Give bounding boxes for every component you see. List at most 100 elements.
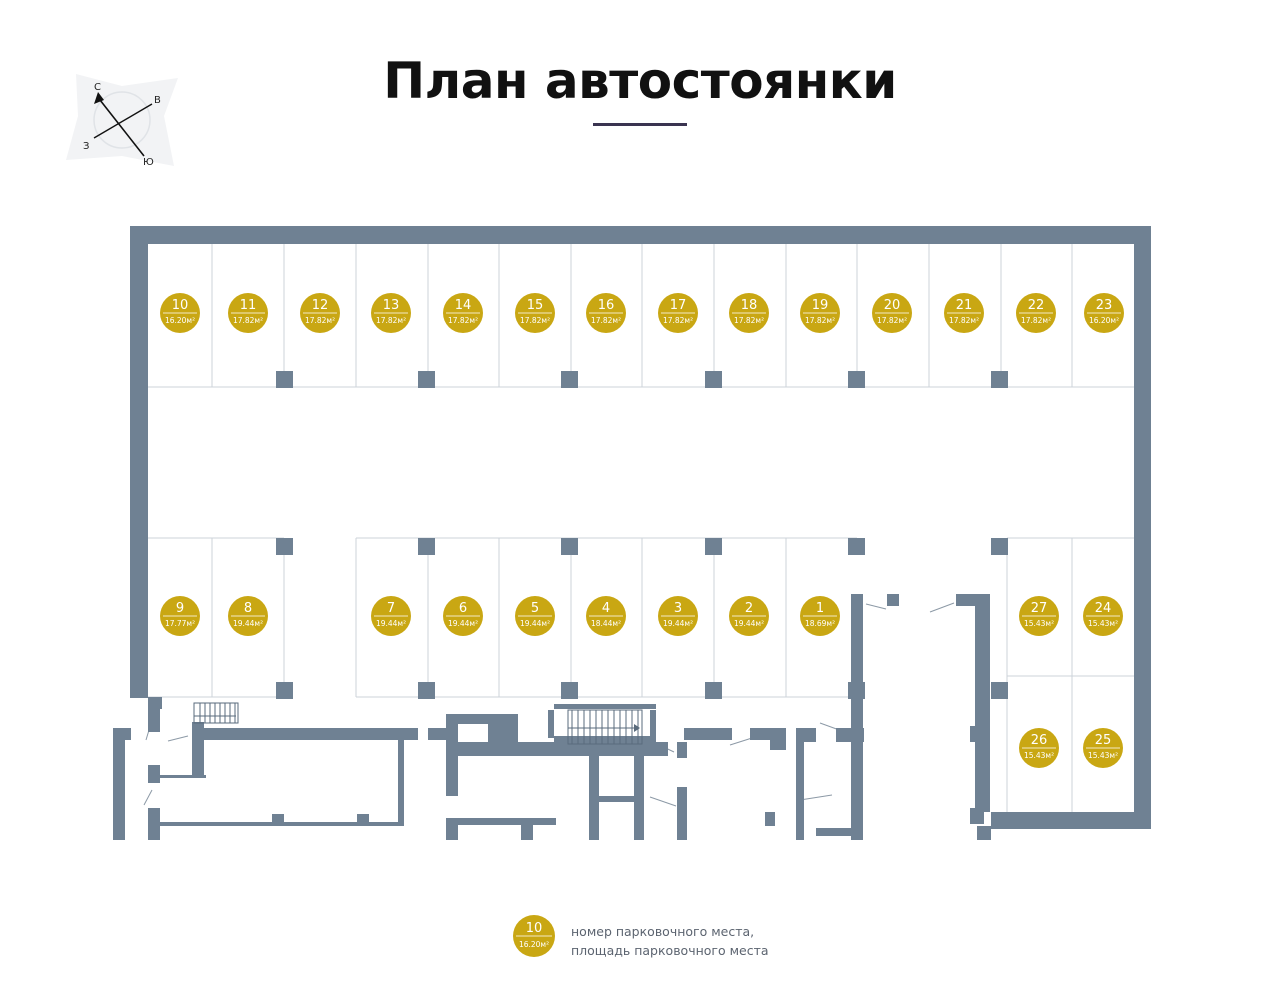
- compass-west-label: З: [83, 141, 89, 152]
- wall-segment: [192, 728, 418, 740]
- parking-spot[interactable]: 418.44м²: [586, 596, 626, 636]
- parking-spot[interactable]: 2 19.44м²: [729, 596, 769, 636]
- parking-spot[interactable]: 14 17.82м²: [443, 293, 483, 333]
- wall-segment: [548, 710, 554, 738]
- parking-spot[interactable]: 719.44м²: [371, 596, 411, 636]
- wall-segment: [650, 710, 656, 744]
- wall-segment: [192, 722, 204, 776]
- spot-number: 10: [172, 298, 189, 313]
- wall-segment: [677, 787, 687, 840]
- stair-arrow: [634, 724, 640, 732]
- wall-segment: [887, 594, 899, 606]
- spot-area: 16.20м²: [1089, 316, 1119, 325]
- wall-segment: [991, 538, 1008, 555]
- wall-segment: [506, 714, 518, 748]
- compass-south-label: Ю: [143, 157, 154, 168]
- door-swing: [143, 789, 153, 806]
- stairs: [193, 702, 643, 745]
- spot-number: 5: [531, 601, 539, 616]
- legend-description: номер парковочного места, площадь парков…: [571, 922, 769, 960]
- spot-number: 12: [312, 298, 329, 313]
- wall-segment: [991, 371, 1008, 388]
- parking-spot[interactable]: 118.69м²: [800, 596, 840, 636]
- spot-area: 17.77м²: [165, 619, 195, 628]
- spot-number: 23: [1096, 298, 1113, 313]
- spot-area: 15.43м²: [1088, 751, 1118, 760]
- wall-segment: [276, 538, 293, 555]
- parking-spot[interactable]: 519.44м²: [515, 596, 555, 636]
- wall-segment: [589, 756, 599, 840]
- legend-area: 16.20м²: [519, 940, 549, 949]
- spot-area: 17.82м²: [805, 316, 835, 325]
- spot-area: 17.82м²: [1021, 316, 1051, 325]
- spot-area: 17.82м²: [734, 316, 764, 325]
- wall-segment: [750, 728, 786, 740]
- spot-number: 2: [745, 601, 753, 616]
- wall-segment: [398, 740, 404, 826]
- parking-spot[interactable]: 819.44м²: [228, 596, 268, 636]
- wall-segment: [705, 682, 722, 699]
- wall-segment: [848, 682, 865, 699]
- parking-spot[interactable]: 619.44м²: [443, 596, 483, 636]
- spot-area: 17.82м²: [376, 316, 406, 325]
- compass-icon: С В З Ю: [66, 74, 178, 168]
- wall-segment: [148, 808, 160, 840]
- spot-area: 17.82м²: [877, 316, 907, 325]
- door-swing: [167, 735, 189, 742]
- spot-number: 14: [455, 298, 472, 313]
- wall-segment: [561, 371, 578, 388]
- wall-segment: [418, 538, 435, 555]
- spot-number: 19: [812, 298, 829, 313]
- wall-segment: [458, 818, 556, 825]
- wall-segment: [848, 371, 865, 388]
- wall-segment: [796, 728, 816, 742]
- wall-segment: [848, 538, 865, 555]
- parking-spot[interactable]: 319.44м²: [658, 596, 698, 636]
- page-title: План автостоянки: [383, 52, 897, 110]
- spot-number: 17: [670, 298, 687, 313]
- wall-segment: [991, 812, 1151, 829]
- spot-area: 18.69м²: [805, 619, 835, 628]
- parking-spot[interactable]: 19 17.82м²: [800, 293, 840, 333]
- building-walls: [113, 226, 1151, 840]
- wall-segment: [276, 682, 293, 699]
- door-swing: [929, 602, 955, 613]
- parking-spot[interactable]: 23 16.20м²: [1084, 293, 1124, 333]
- wall-segment: [705, 371, 722, 388]
- spot-number: 4: [602, 601, 610, 616]
- spot-number: 16: [598, 298, 615, 313]
- spot-area: 19.44м²: [376, 619, 406, 628]
- parking-spot[interactable]: 917.77м²: [160, 596, 200, 636]
- wall-segment: [770, 740, 786, 750]
- wall-segment: [148, 708, 160, 732]
- wall-segment: [847, 728, 864, 742]
- spot-number: 6: [459, 601, 467, 616]
- spot-area: 17.82м²: [949, 316, 979, 325]
- spot-area: 17.82м²: [448, 316, 478, 325]
- spot-area: 15.43м²: [1024, 619, 1054, 628]
- legend-badge: 10 16.20м²: [513, 915, 555, 957]
- wall-segment: [148, 765, 160, 783]
- wall-segment: [446, 742, 668, 756]
- wall-segment: [357, 814, 369, 826]
- legend-line-1: номер парковочного места,: [571, 924, 755, 939]
- wall-segment: [521, 825, 533, 840]
- spot-area: 19.44м²: [734, 619, 764, 628]
- wall-segment: [113, 728, 125, 840]
